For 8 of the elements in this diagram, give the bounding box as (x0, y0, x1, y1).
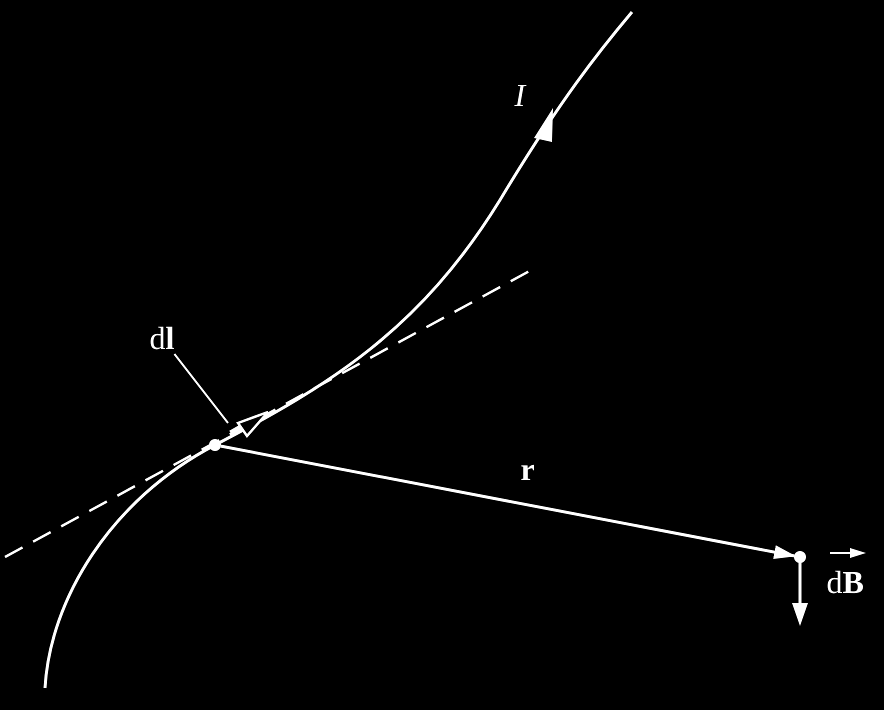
vector-label: dB (826, 566, 864, 598)
vector-label: dl (150, 322, 174, 354)
point-dot (794, 551, 806, 563)
vector-label: I (514, 79, 526, 111)
leader-line (174, 353, 229, 424)
vector-arrow (220, 444, 796, 559)
point-dot (209, 439, 221, 451)
edge-label: r (520, 453, 535, 485)
